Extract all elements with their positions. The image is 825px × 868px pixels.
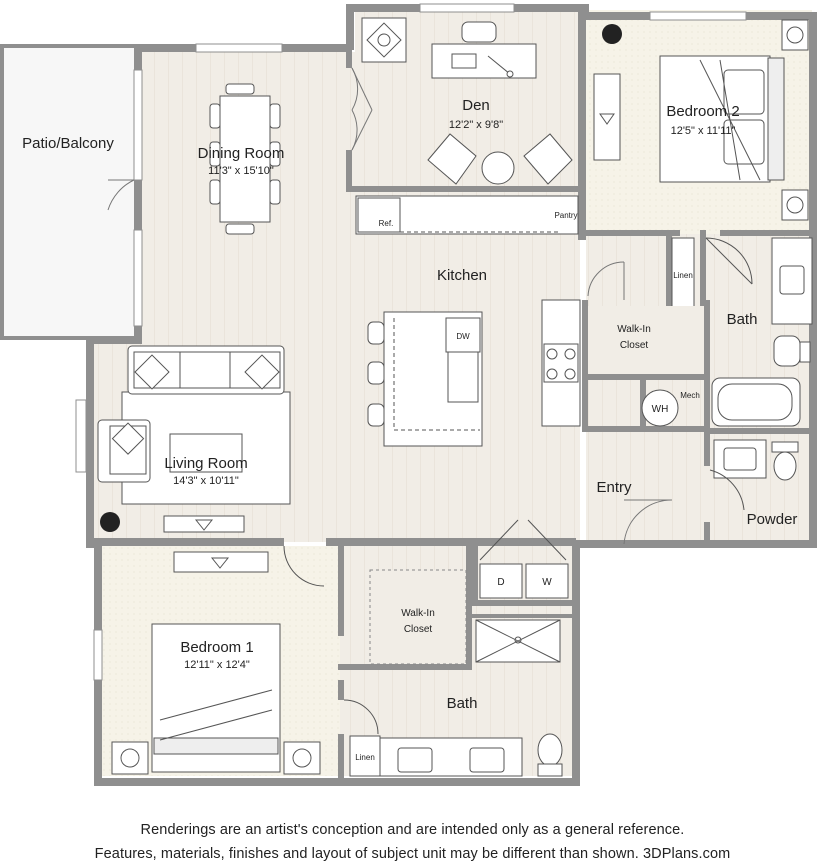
dining-furniture	[209, 83, 281, 235]
bath2-label: Bath	[727, 311, 758, 328]
washer-label: W	[542, 577, 552, 588]
laundry-fixtures	[479, 519, 569, 599]
kitchen-label: Kitchen	[437, 267, 487, 284]
powder-fixtures	[709, 439, 799, 511]
bedroom1-dims: 12'11" x 12'4"	[184, 659, 250, 671]
patio-area	[0, 44, 138, 340]
windows	[75, 3, 747, 681]
living-room-dims: 14'3" x 10'11"	[173, 475, 239, 487]
bedroom2-dims: 12'5" x 11'11"	[671, 125, 736, 137]
dryer-label: D	[497, 577, 504, 588]
bath2-fixtures	[641, 237, 813, 427]
floor-plan-drawing: Patio/Balcony Dining Room 11'3" x 15'10"…	[0, 3, 817, 786]
bedroom1-furniture	[111, 545, 325, 775]
walkin2-label-line1: Walk-In	[617, 324, 651, 335]
bedroom1-label: Bedroom 1	[180, 639, 253, 656]
walkin2-closet-floor	[588, 306, 704, 374]
entry-door	[623, 499, 673, 545]
pantry-label: Pantry	[554, 211, 577, 220]
den-dims: 12'2" x 9'8"	[449, 119, 503, 131]
powder-label: Powder	[747, 511, 798, 528]
den-doors	[351, 67, 373, 151]
patio-door	[107, 179, 135, 211]
den-furniture	[361, 17, 573, 185]
dining-room-dims: 11'3" x 15'10"	[208, 165, 274, 177]
bath1-label: Bath	[447, 695, 478, 712]
patio-label: Patio/Balcony	[22, 135, 114, 152]
walkin2-label-line2: Closet	[620, 340, 649, 351]
walkin1-label-line2: Closet	[404, 624, 433, 635]
walkin1-closet-floor	[369, 569, 467, 665]
walkin1-label-line1: Walk-In	[401, 608, 435, 619]
disclaimer-line-1: Renderings are an artist's conception an…	[140, 822, 685, 838]
bath1-fixtures	[343, 619, 563, 777]
bedroom2-label: Bedroom 2	[666, 103, 739, 120]
living-furniture	[97, 345, 291, 533]
mech-label: Mech	[680, 391, 700, 400]
dining-room-label: Dining Room	[198, 145, 285, 162]
linen-upper-label: Linen	[673, 271, 693, 280]
wh-label: WH	[652, 404, 669, 415]
plant-icons	[100, 24, 622, 532]
disclaimer-line-2: Features, materials, finishes and layout…	[94, 846, 731, 862]
bedroom2-furniture	[593, 19, 809, 221]
dw-label: DW	[456, 332, 470, 341]
entry-label: Entry	[596, 479, 632, 496]
walkin2-door	[587, 261, 625, 300]
linen-lower-label: Linen	[355, 753, 375, 762]
living-room-label: Living Room	[164, 455, 247, 472]
ref-label: Ref.	[379, 219, 394, 228]
den-label: Den	[462, 97, 490, 114]
kitchen-counters	[355, 195, 581, 447]
